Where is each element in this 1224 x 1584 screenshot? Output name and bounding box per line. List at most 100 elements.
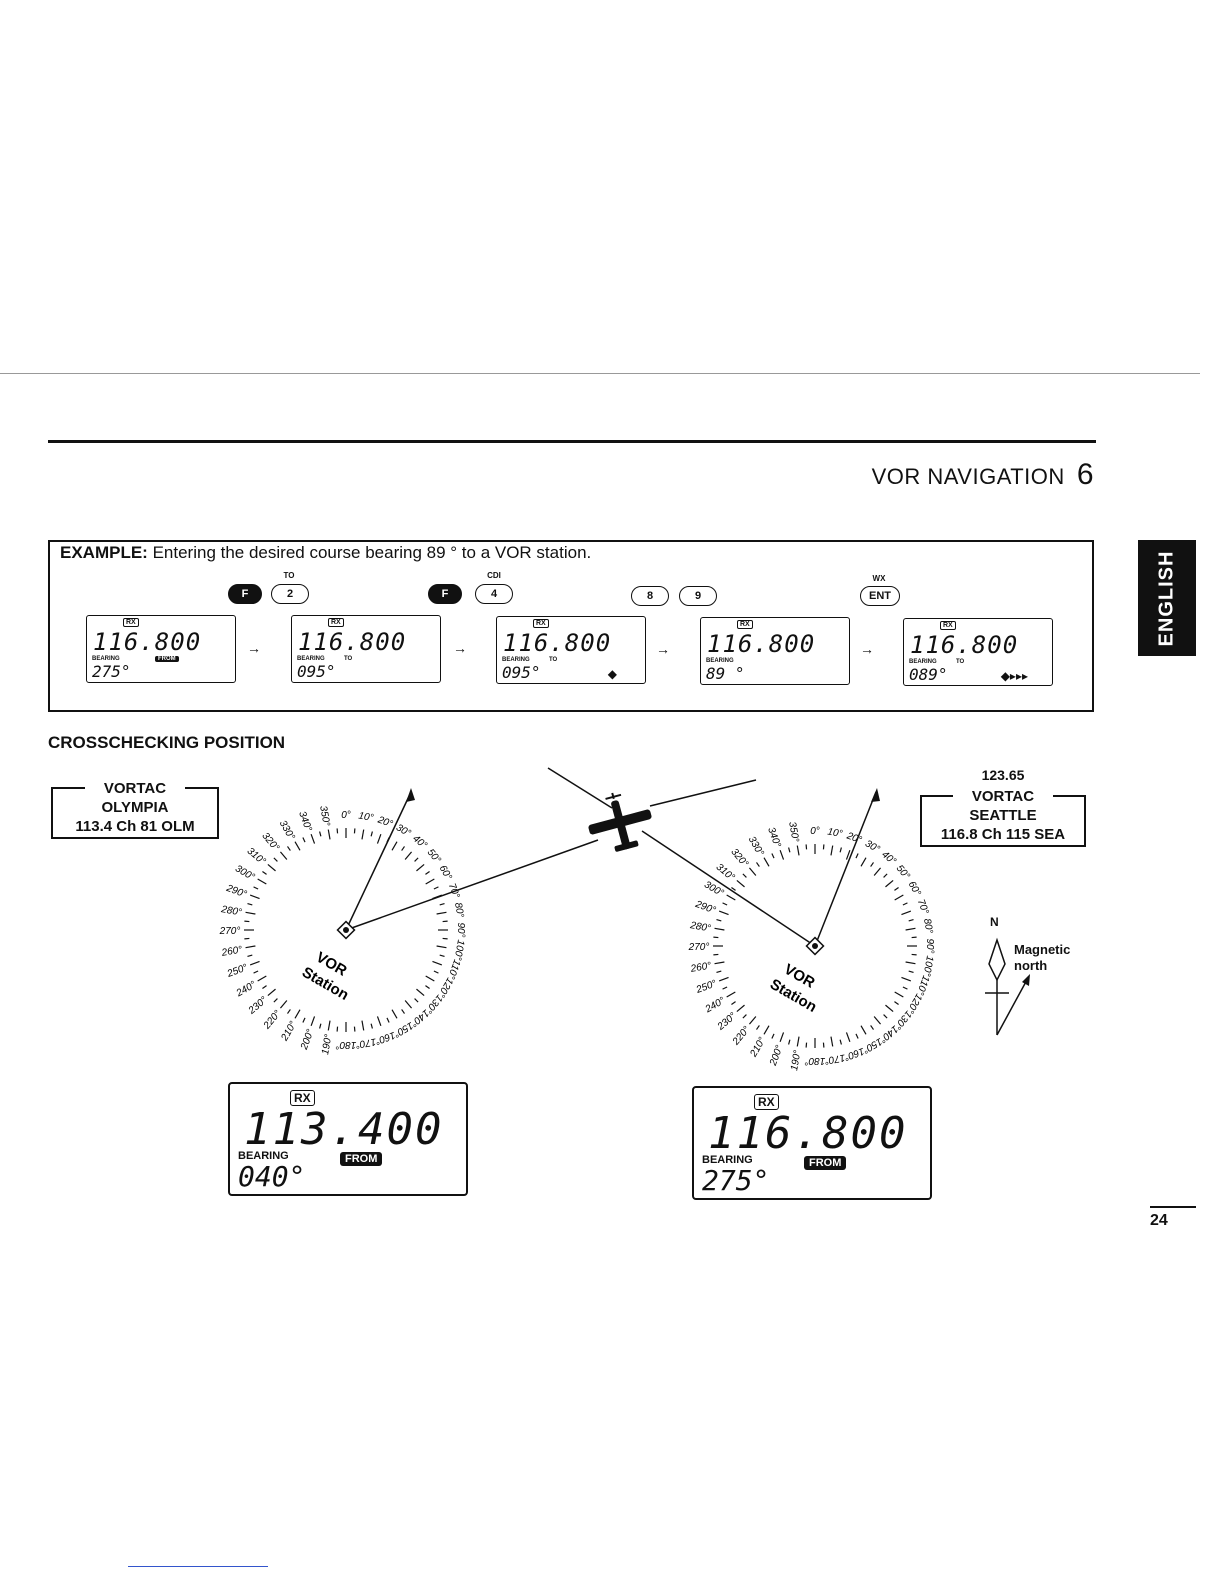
compass-tick (253, 970, 259, 974)
f-key-1[interactable]: F (228, 584, 262, 604)
compass-tick (742, 1014, 747, 1019)
compass-degree-label: 60° (437, 863, 454, 882)
step-arrow: → (453, 640, 467, 656)
compass-tick (788, 1039, 791, 1045)
compass-tick (425, 878, 435, 885)
bearing-readout: 89 ° (706, 664, 745, 683)
compass-tick (391, 1009, 398, 1019)
compass-tick (860, 1025, 867, 1035)
compass-tick (885, 879, 894, 888)
compass-tick (245, 911, 256, 915)
bearing-label: BEARING (297, 656, 325, 662)
key-2[interactable]: 2 (271, 584, 309, 604)
compass-degree-label: 180° (805, 1055, 826, 1066)
ent-key[interactable]: ENT (860, 586, 900, 606)
from-indicator: FROM (804, 1156, 847, 1170)
to-indicator: TO (344, 656, 353, 662)
compass-degree-label: 300° (702, 879, 725, 899)
compass-tick (860, 857, 867, 867)
compass-tick (883, 1014, 888, 1019)
station-type: VORTAC (103, 780, 167, 797)
bearing-readout: 275° (92, 662, 131, 681)
rx-indicator: RX (754, 1094, 779, 1110)
compass-tick (404, 851, 413, 860)
compass-degree-label: 220° (261, 1008, 283, 1032)
compass-degree-label: 250° (225, 962, 249, 980)
compass-tick (905, 927, 916, 931)
compass-degree-label: 210° (748, 1036, 768, 1060)
from-indicator: FROM (340, 1152, 383, 1166)
compass-tick (830, 845, 834, 856)
compass-tick (273, 857, 278, 862)
compass-degree-label: 10° (357, 811, 374, 824)
compass-tick (763, 1025, 770, 1035)
compass-degree-label: 210° (279, 1020, 299, 1044)
compass-degree-label: 80° (452, 902, 465, 919)
compass-tick (245, 945, 256, 949)
bearing-readout: 095° (502, 663, 541, 682)
compass-tick (433, 886, 439, 890)
key-8[interactable]: 8 (631, 586, 669, 606)
key-9[interactable]: 9 (679, 586, 717, 606)
compass-tick (416, 863, 425, 872)
compass-tick (870, 1025, 874, 1030)
compass-degree-label: 330° (277, 819, 297, 842)
compass-degree-label: 50° (894, 863, 912, 882)
compass-tick (257, 878, 267, 885)
needle-arrowhead (871, 788, 880, 802)
rx-indicator: RX (290, 1090, 315, 1106)
example-label: EXAMPLE: (60, 543, 148, 562)
bearing-readout: 275° (702, 1164, 770, 1197)
compass-tick (883, 873, 888, 878)
bearing-label: BEARING (92, 656, 120, 662)
compass-tick (319, 831, 322, 837)
f-key-2[interactable]: F (428, 584, 462, 604)
compass-degree-label: 20° (844, 830, 863, 846)
compass-tick (319, 1023, 322, 1029)
key-4[interactable]: 4 (475, 584, 513, 604)
example-display-5: RX 116.800 BEARING TO 089° ◆▸▸▸ (903, 618, 1053, 686)
compass-tick (416, 988, 425, 997)
compass-tick (779, 849, 785, 860)
compass-degree-label: 350° (786, 821, 800, 843)
compass-tick (839, 847, 842, 853)
compass-tick (439, 903, 445, 906)
compass-tick (249, 894, 260, 900)
compass-tick (262, 985, 267, 989)
step-arrow: → (860, 641, 874, 657)
compass-tick (726, 894, 736, 901)
vor-station-marker-right (805, 936, 825, 956)
compass-tick (894, 1001, 899, 1005)
radial-extension-right (547, 767, 613, 809)
compass-degree-label: 100° (921, 955, 935, 977)
compass-tick (722, 986, 728, 990)
radial-extension-left (649, 779, 757, 807)
language-tab[interactable]: ENGLISH (1138, 540, 1196, 656)
compass-degree-label: 290° (693, 899, 717, 917)
compass-tick (376, 1016, 382, 1027)
rx-indicator: RX (737, 620, 753, 629)
compass-tick (722, 902, 728, 906)
compass-tick (756, 862, 760, 867)
key-4-label: CDI (487, 571, 501, 580)
compass-degree-label: 260° (689, 960, 712, 975)
bearing-label: BEARING (706, 658, 734, 664)
compass-tick (279, 851, 288, 860)
compass-tick (902, 986, 908, 990)
compass-tick (771, 853, 775, 859)
bearing-label: BEARING (909, 659, 937, 665)
olympia-station-box: VORTAC OLYMPIA 113.4 Ch 81 OLM (51, 779, 219, 839)
compass-tick (763, 857, 770, 867)
frequency-readout: 116.800 (707, 630, 816, 658)
rx-indicator: RX (940, 621, 956, 630)
compass-tick (273, 998, 278, 1003)
crosscheck-diagram: 0°10°20°30°40°50°60°70°80°90°100°110°120… (219, 767, 1030, 1072)
section-header: VOR NAVIGATION 6 (872, 458, 1094, 492)
compass-degree-label: 30° (863, 838, 882, 855)
section-title: VOR NAVIGATION (871, 464, 1065, 489)
compass-degree-label: 220° (730, 1024, 752, 1048)
compass-tick (310, 1016, 316, 1027)
compass-degree-label: 270° (219, 926, 241, 937)
compass-degree-label: 50° (425, 847, 443, 866)
to-indicator: TO (956, 659, 965, 665)
